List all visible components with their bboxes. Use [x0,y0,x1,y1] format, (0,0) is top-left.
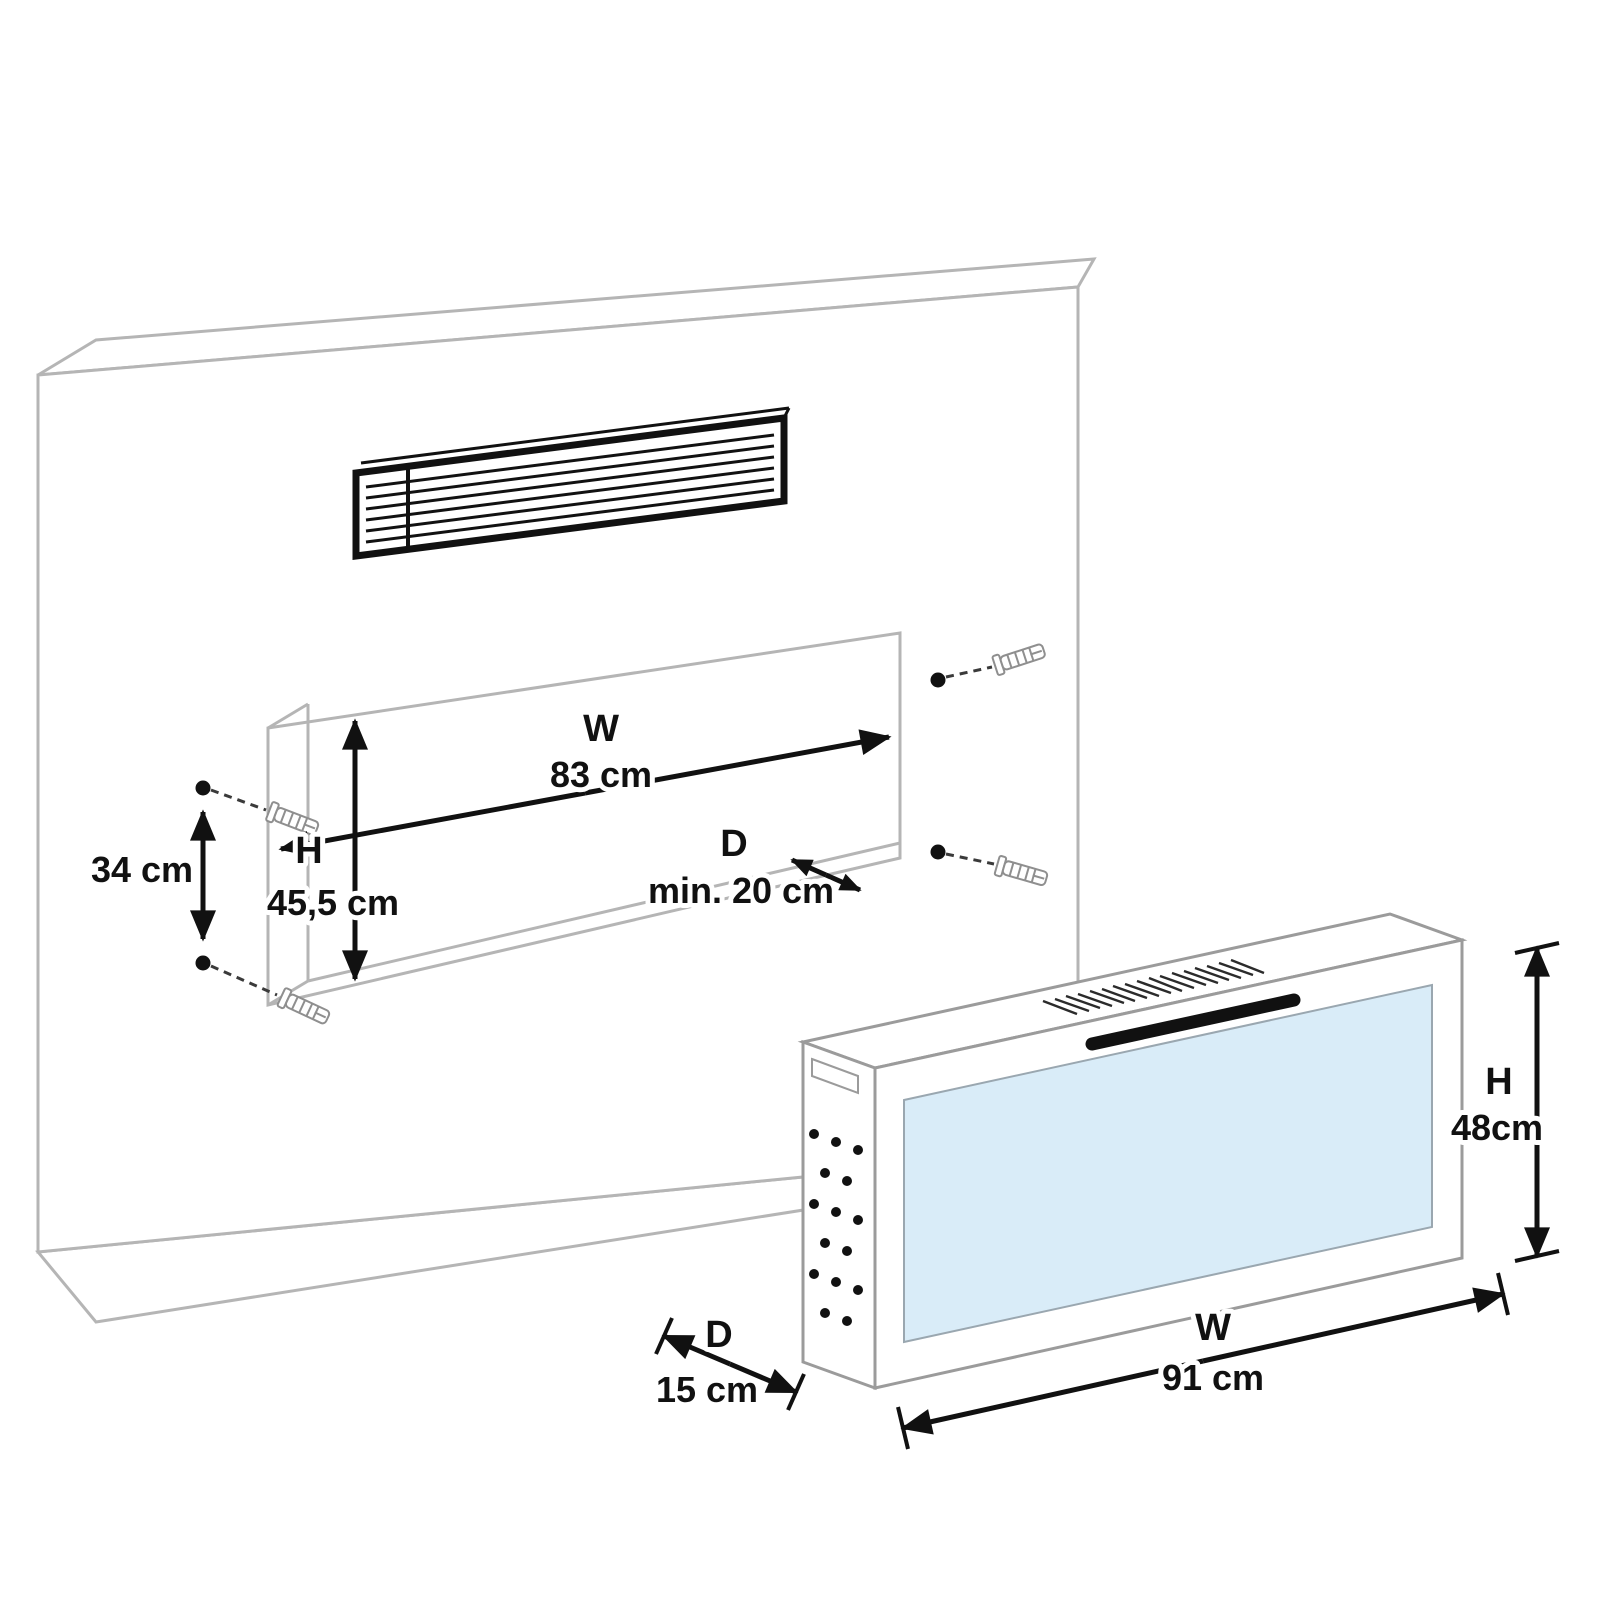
mounting-holes [195,639,1050,1029]
drill-guide-line [945,665,993,679]
niche-depth-edge-top [267,702,309,730]
hole-spacing-value: 34 cm [91,849,193,890]
dimension-arrow-niche-depth [824,872,862,893]
unit-height-letter: H [1485,1061,1512,1103]
niche-height-letter: H [295,830,322,872]
dimension-arrow-niche-width [278,790,586,857]
dimension-arrow-unit-width [1202,1287,1506,1364]
rating-label [811,1057,859,1095]
dimension-arrow-niche-width [584,729,892,796]
glass-panel [903,983,1433,1344]
mounting-hole-dot [195,955,211,971]
unit-dimensions: H 48cm W 91 cm D 15 cm [651,941,1560,1450]
dimension-tick [1514,1249,1560,1263]
niche-height-value: 45,5 cm [267,882,399,923]
grille-slats [365,433,775,544]
dimension-tick [1496,1272,1510,1316]
niche-width-value: 83 cm [550,754,652,795]
dimension-arrow-unit-width [900,1358,1204,1435]
dimension-tick [1514,941,1560,955]
drill-guide-line [210,964,278,997]
dimension-tick [786,1373,806,1411]
unit-depth-value: 15 cm [656,1369,758,1410]
niche-depth-letter: D [720,823,747,865]
vent-grille [352,406,791,560]
grille-top-edge [360,406,790,465]
fireplace-unit [797,912,1468,1391]
dimension-arrow-niche-depth [790,857,828,878]
speaker-holes [809,1129,863,1326]
mounting-hole-dot [930,672,946,688]
niche-dimensions: W 83 cm H 45,5 cm D min. 20 cm 34 cm [86,703,892,982]
unit-depth-letter: D [705,1314,732,1356]
dimension-arrow-unit-depth [661,1333,731,1367]
unit-width-value: 91 cm [1162,1357,1264,1398]
niche-width-letter: W [583,708,619,750]
grille-frame [352,414,788,560]
mounting-hole-dot [195,780,211,796]
vent-slats [1042,958,1265,1016]
niche-depth-value: min. 20 cm [648,870,834,911]
drill-guide-line [210,788,267,812]
niche-opening [266,631,902,1007]
unit-width-letter: W [1195,1307,1231,1349]
unit-height-value: 48cm [1451,1107,1543,1148]
dimension-tick [654,1317,674,1355]
dimension-arrow-unit-depth [729,1361,799,1395]
mounting-hole-dot [930,844,946,860]
dimension-tick [896,1406,910,1450]
heat-outlet-slot [1085,993,1301,1051]
